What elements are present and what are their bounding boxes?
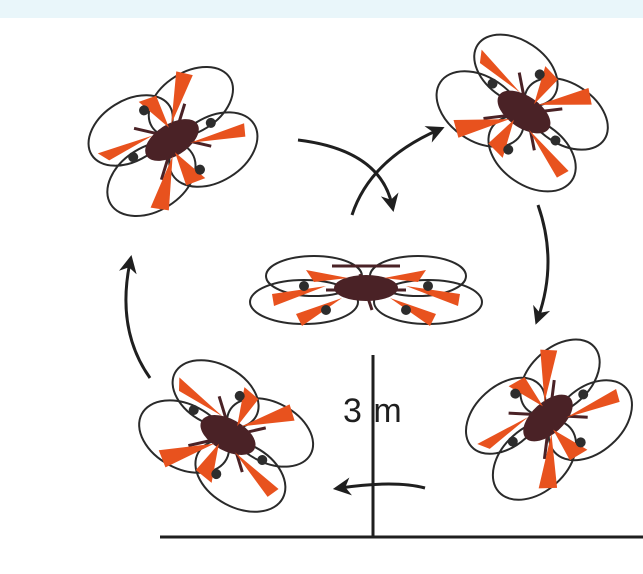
arrow-right-down — [538, 205, 548, 318]
arrow-bottom-left — [340, 484, 425, 488]
arrow-left-up — [126, 262, 150, 378]
drone-top-left — [67, 46, 274, 238]
drone-bottom-left — [123, 342, 329, 529]
top-tint — [0, 0, 643, 18]
height-label: 3 m — [343, 392, 403, 431]
drone-center — [250, 256, 482, 326]
drone-top-right — [418, 14, 625, 209]
drone-bottom-right — [444, 319, 643, 522]
arrow-top-up — [352, 130, 438, 215]
